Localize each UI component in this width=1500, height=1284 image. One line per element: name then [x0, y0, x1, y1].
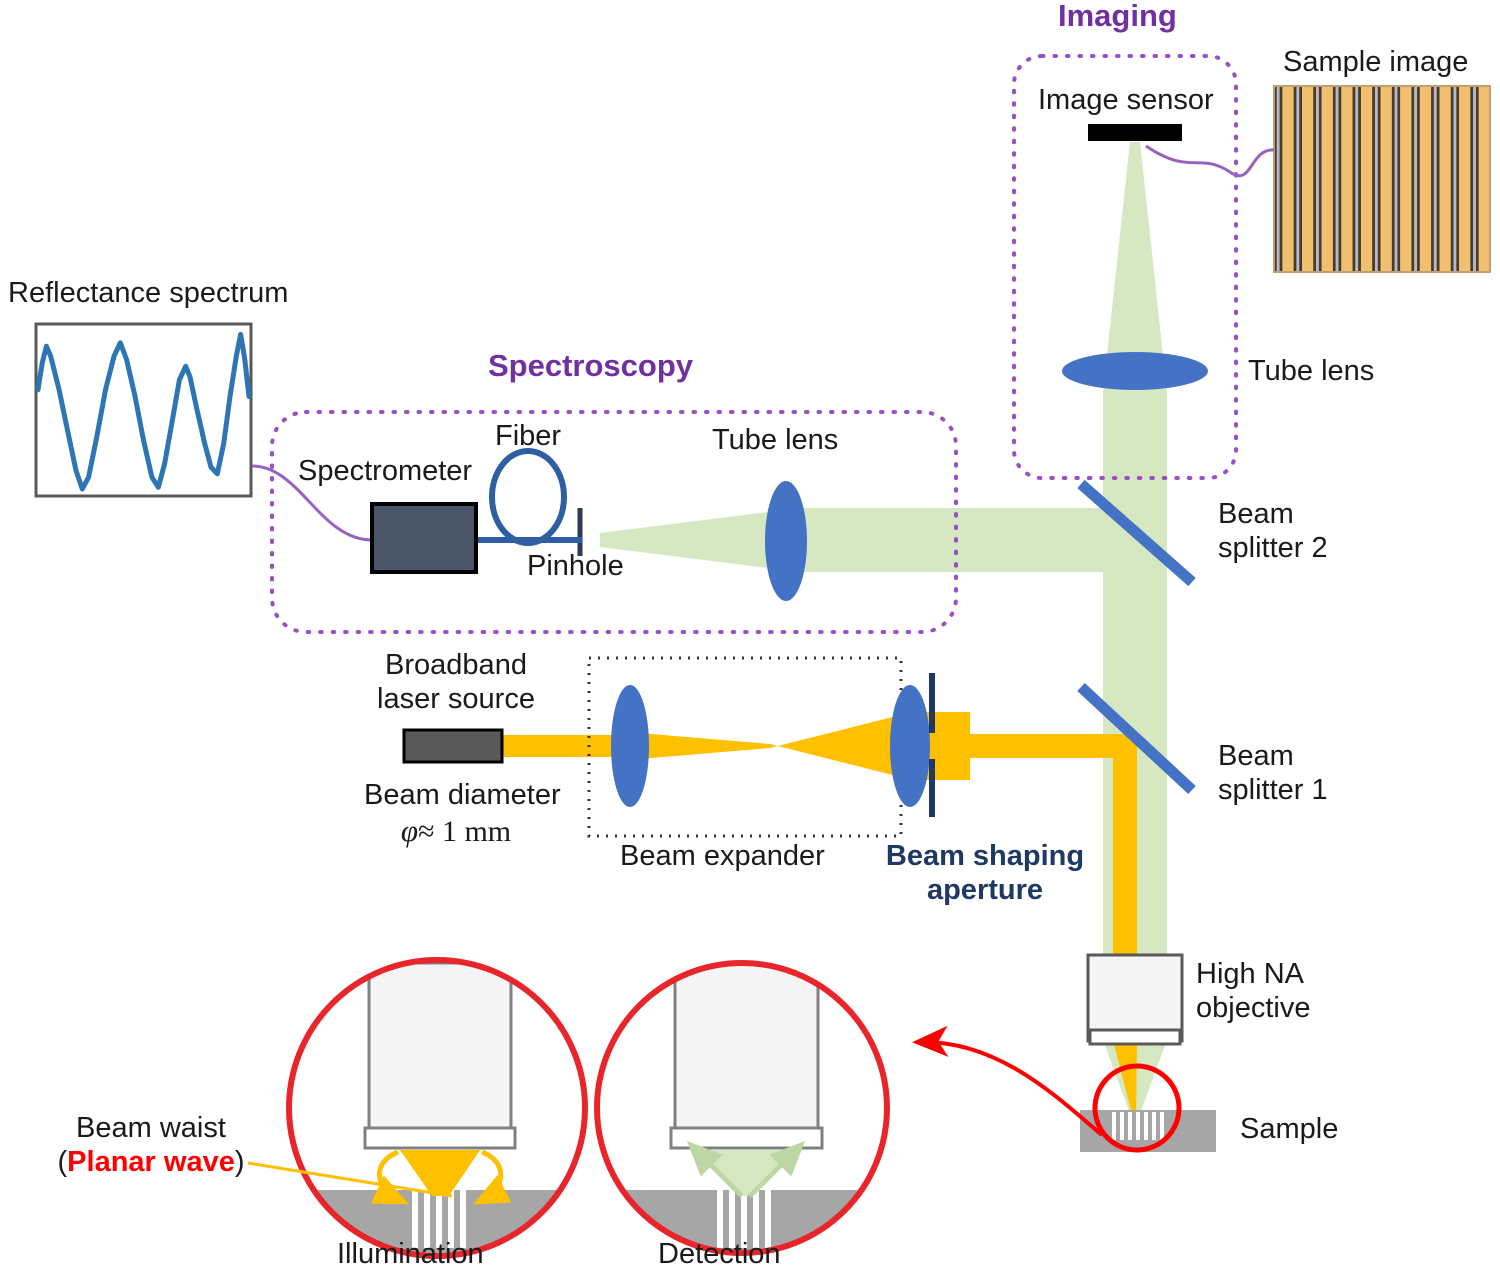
spectroscopy-section-title: Spectroscopy — [488, 348, 694, 383]
image-sensor-element — [1088, 124, 1182, 141]
beam-splitter-1-label: Beam splitter 1 — [1218, 740, 1328, 806]
beam-shaping-aperture-label: Beam shaping aperture — [885, 840, 1085, 906]
imaging-enclosure — [1012, 54, 1238, 480]
expander-lens-2-element — [890, 685, 930, 807]
beam-waist-label: Beam waist(Planar wave) — [57, 1112, 245, 1178]
expander-lens-1-element — [611, 685, 649, 807]
reflectance-spectrum-label: Reflectance spectrum — [8, 277, 289, 309]
beam-diameter-line1: Beam diameter — [364, 779, 561, 811]
beam-expander-enclosure — [587, 656, 903, 838]
high-na-objective-label: High NA objective — [1196, 958, 1311, 1024]
beam-splitter-2-label: Beam splitter 2 — [1218, 498, 1328, 564]
beam-splitter-1-element — [1077, 682, 1196, 795]
sample-zoom-highlight-circle — [1092, 1063, 1182, 1153]
illumination-label: Illumination — [337, 1238, 484, 1270]
tube-lens-imaging-label: Tube lens — [1248, 355, 1375, 387]
spectrometer-element — [370, 502, 478, 574]
spectrometer-label: Spectrometer — [298, 455, 473, 487]
fiber-element — [474, 448, 582, 546]
detection-label: Detection — [658, 1238, 781, 1270]
sample-label: Sample — [1240, 1113, 1339, 1145]
image-sensor-label: Image sensor — [1038, 84, 1214, 116]
imaging-section-title: Imaging — [1058, 0, 1177, 33]
beam-splitter-2-element — [1077, 479, 1196, 587]
fiber-label: Fiber — [495, 420, 562, 452]
tube-lens-spectroscopy-label: Tube lens — [712, 424, 839, 456]
tube-lens-imaging-element — [1062, 352, 1208, 390]
reflectance-spectrum-plot — [34, 322, 253, 498]
zoom-callout-arrow — [912, 1025, 1104, 1137]
beam-waist-sublabel: Planar wave — [67, 1145, 235, 1178]
high-na-objective-element — [1086, 953, 1184, 1046]
beam-expander-label: Beam expander — [620, 840, 825, 872]
sample-image-connector-line — [1145, 144, 1275, 178]
laser-source-label: Broadband laser source — [377, 649, 535, 715]
detection-inset — [594, 960, 890, 1256]
illumination-inset — [286, 957, 588, 1259]
spectrum-connector-line — [251, 464, 373, 542]
tube-lens-spectroscopy-element — [765, 481, 807, 601]
beam-waist-line1: Beam waist — [76, 1112, 226, 1144]
pinhole-label: Pinhole — [527, 550, 624, 582]
laser-source-element — [402, 728, 504, 764]
sample-image-label: Sample image — [1283, 46, 1469, 78]
beam-diameter-value: ≈ 1 mm — [418, 814, 512, 848]
beam-waist-pointer-line — [247, 1161, 453, 1198]
sample-image-graphic — [1273, 85, 1491, 273]
beam-diameter-symbol: φ — [400, 812, 418, 848]
